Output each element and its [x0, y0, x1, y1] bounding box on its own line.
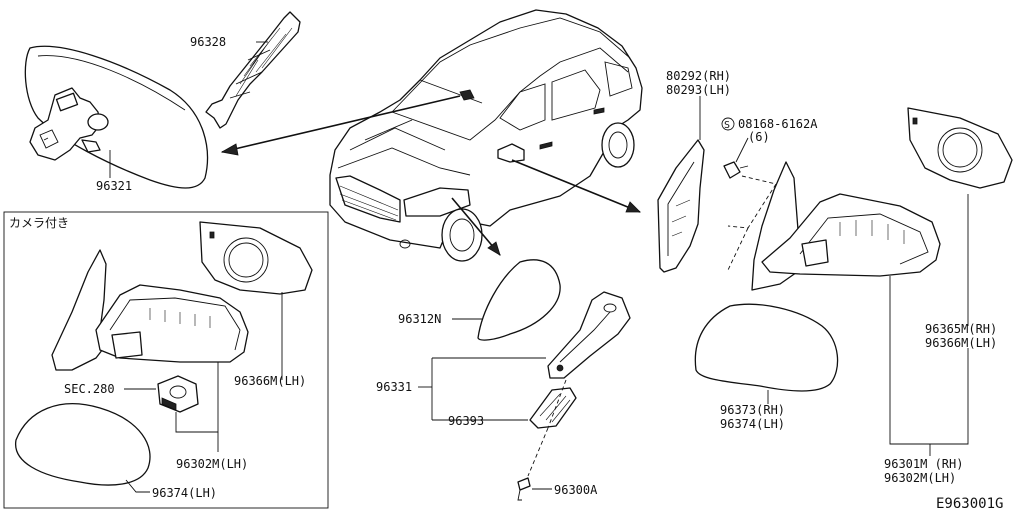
corner-finisher [657, 139, 705, 273]
label-96374-right: 96374(LH) [720, 417, 785, 431]
mirror-base-cover-96393 [529, 387, 577, 429]
label-96302M-right: 96302M(LH) [884, 471, 956, 485]
inset-mirror-cover [15, 403, 151, 486]
label-96321: 96321 [96, 179, 132, 193]
inset-label-96366M: 96366M(LH) [234, 374, 306, 388]
label-screw-code: 08168-6162A [738, 117, 818, 131]
label-96328: 96328 [190, 35, 226, 49]
mirror-assembly-right [751, 161, 941, 291]
screw-symbol: S [724, 120, 730, 131]
screw-08168: S [721, 117, 749, 179]
label-96393: 96393 [448, 414, 484, 428]
inset-label-96374: 96374(LH) [152, 486, 217, 500]
screw-96300A [517, 477, 531, 501]
inset-label-sec280: SEC.280 [64, 382, 115, 396]
diagram-id: E963001G [936, 496, 1003, 512]
label-96331: 96331 [376, 380, 412, 394]
label-96300A: 96300A [554, 483, 598, 497]
label-96301M: 96301M (RH) [884, 457, 963, 471]
pointer-arrows [220, 95, 641, 256]
label-screw-qty: (6) [748, 130, 770, 144]
mirror-cover-96312N [477, 259, 561, 341]
vehicle-outline [329, 9, 643, 262]
mirror-glass-right [907, 107, 1013, 189]
inset-label-96302M: 96302M(LH) [176, 457, 248, 471]
label-80292: 80292(RH) [666, 69, 731, 83]
inset-mirror-glass [199, 221, 313, 295]
label-96366M-right: 96366M(LH) [925, 336, 997, 350]
camera-unit [157, 375, 199, 413]
label-96365M: 96365M(RH) [925, 322, 997, 336]
camera-inset-frame [3, 211, 329, 509]
label-96373: 96373(RH) [720, 403, 785, 417]
inset-mirror-assembly [51, 249, 249, 371]
inset-title: カメラ付き [9, 216, 69, 230]
label-80293: 80293(LH) [666, 83, 731, 97]
harness-bracket [205, 11, 301, 129]
rearview-mirror [24, 45, 208, 189]
mirror-cover-right [694, 303, 839, 392]
mirror-base-96331 [547, 291, 631, 379]
label-96312N: 96312N [398, 312, 441, 326]
